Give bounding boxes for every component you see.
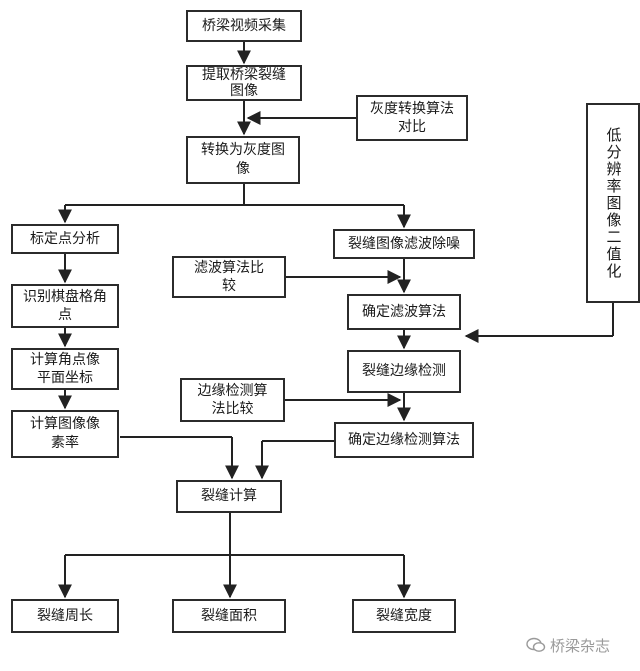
node-label: 裂缝边缘检测 [362, 363, 446, 379]
watermark-text: 桥梁杂志 [550, 636, 611, 655]
node-crack-area: 裂缝面积 [172, 599, 286, 633]
watermark: 桥梁杂志 [526, 630, 636, 660]
node-label: 确定边缘检测算法 [348, 431, 460, 448]
node-label: 裂缝图像滤波除噪 [348, 235, 460, 252]
node-corner-plane-coords: 计算角点像 平面坐标 [11, 348, 119, 390]
node-crack-edge-detection: 裂缝边缘检测 [347, 350, 461, 393]
node-label: 计算图像像 素率 [30, 416, 100, 451]
node-label: 边缘检测算 法比较 [197, 383, 268, 417]
node-filter-algorithm-compare: 滤波算法比 较 [172, 256, 286, 298]
node-label: 转换为灰度图 像 [201, 142, 285, 177]
node-extract-crack-image: 提取桥梁裂缝 图像 [186, 65, 302, 101]
node-label: 裂缝计算 [201, 488, 257, 504]
node-label: 桥梁视频采集 [202, 17, 286, 34]
node-edge-algorithm-compare: 边缘检测算 法比较 [180, 378, 285, 422]
node-calibration-analysis: 标定点分析 [11, 224, 119, 254]
node-label: 低分辨率图像二值化 [604, 126, 623, 280]
node-label: 滤波算法比 较 [194, 260, 264, 294]
node-confirm-edge-algorithm: 确定边缘检测算法 [334, 422, 474, 458]
node-gray-algorithm-compare: 灰度转换算法 对比 [356, 95, 468, 141]
node-label: 识别棋盘格角 点 [23, 289, 107, 323]
node-crack-perimeter: 裂缝周长 [11, 599, 119, 633]
wechat-icon [526, 637, 546, 652]
node-low-res-binarization: 低分辨率图像二值化 [586, 103, 640, 303]
node-pixel-ratio: 计算图像像 素率 [11, 410, 119, 458]
node-label: 灰度转换算法 对比 [370, 101, 454, 135]
node-crack-calculation: 裂缝计算 [176, 480, 282, 513]
node-label: 计算角点像 平面坐标 [30, 352, 100, 386]
node-video-collection: 桥梁视频采集 [186, 10, 302, 42]
node-confirm-filter-algorithm: 确定滤波算法 [347, 294, 461, 330]
node-label: 标定点分析 [30, 230, 100, 247]
node-filter-denoise: 裂缝图像滤波除噪 [333, 229, 475, 259]
node-label: 确定滤波算法 [362, 303, 446, 320]
node-label: 裂缝宽度 [376, 607, 432, 624]
node-label: 提取桥梁裂缝 图像 [202, 67, 286, 99]
node-label: 裂缝周长 [37, 607, 93, 624]
node-crack-width: 裂缝宽度 [352, 599, 456, 633]
node-chessboard-corners: 识别棋盘格角 点 [11, 284, 119, 328]
node-label: 裂缝面积 [201, 607, 257, 624]
node-convert-to-gray: 转换为灰度图 像 [186, 136, 300, 184]
